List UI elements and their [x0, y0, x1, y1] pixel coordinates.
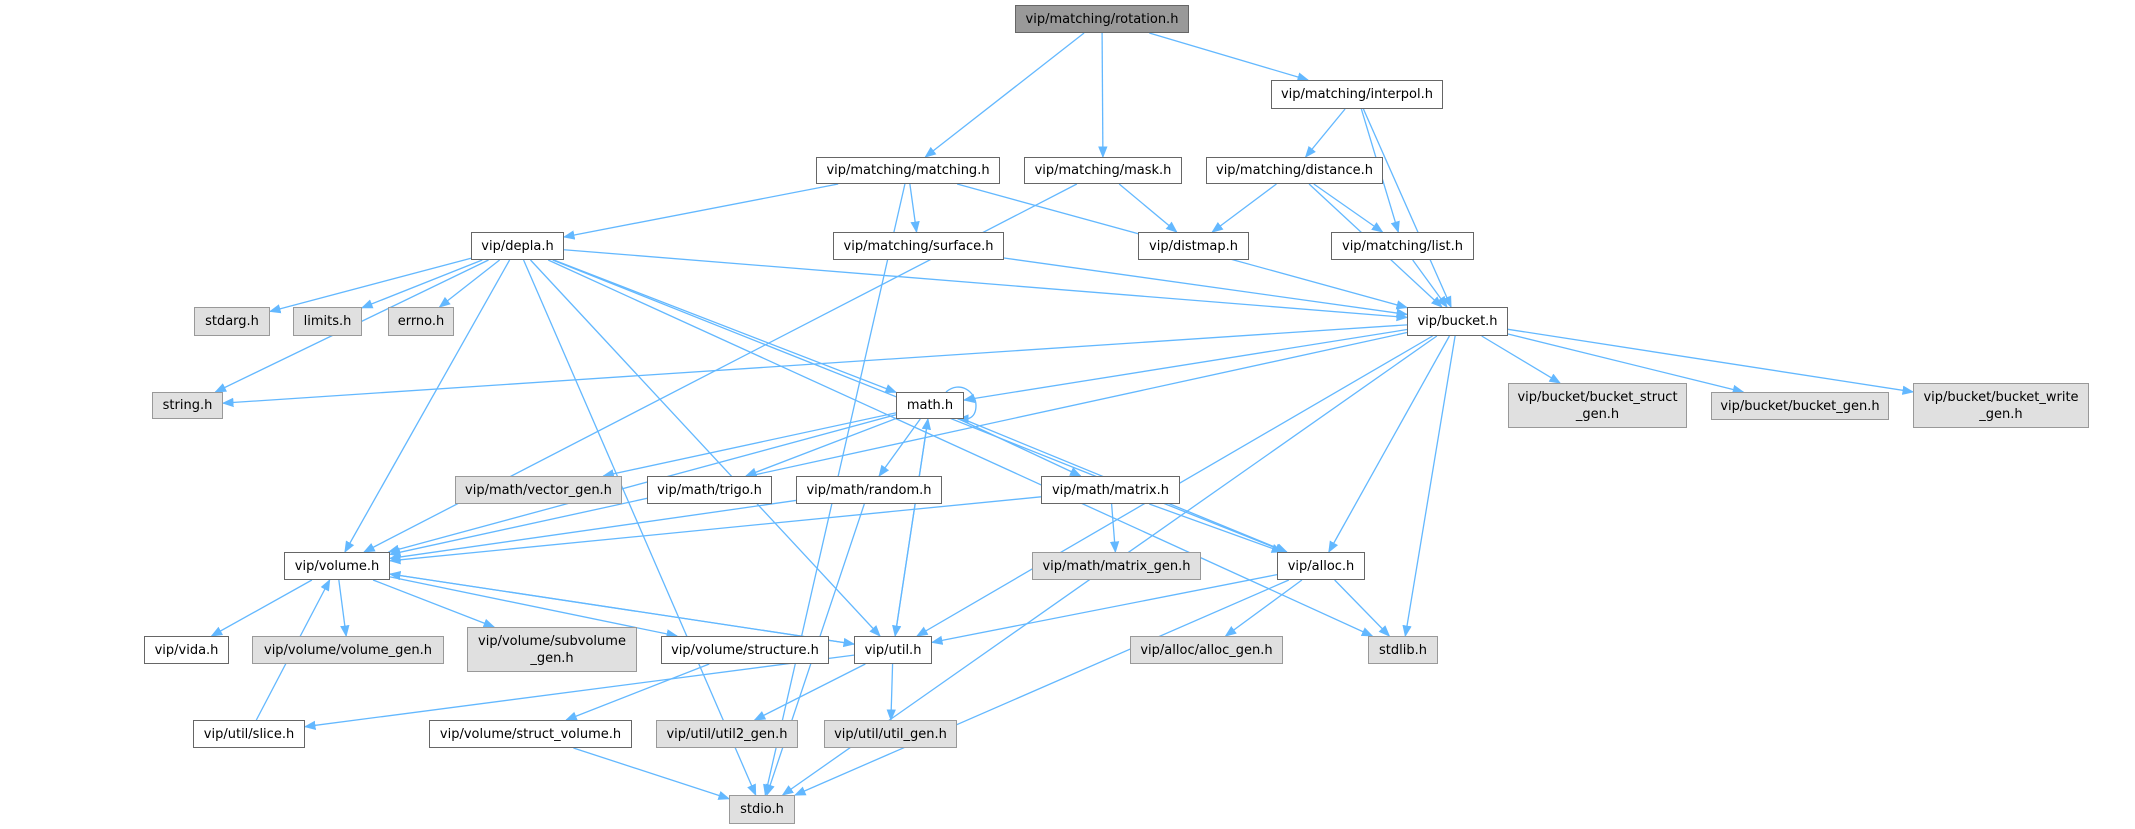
node-distance[interactable]: vip/matching/distance.h [1206, 157, 1383, 184]
edge-distance-to-distmap [1211, 183, 1277, 233]
node-surface[interactable]: vip/matching/surface.h [833, 232, 1004, 260]
node-stdarg[interactable]: stdarg.h [194, 307, 270, 336]
edge-depla-to-stdlib [547, 259, 1374, 637]
node-util2-gen[interactable]: vip/util/util2_gen.h [656, 720, 798, 748]
edge-bucket-to-bucket-struct-gen [1481, 335, 1562, 384]
node-list[interactable]: vip/matching/list.h [1331, 232, 1474, 260]
node-struct-volume[interactable]: vip/volume/struct_volume.h [429, 720, 632, 748]
node-util-gen[interactable]: vip/util/util_gen.h [824, 720, 957, 748]
edge-surface-to-bucket [1003, 257, 1409, 318]
edge-math-to-trigo [744, 417, 897, 477]
edge-depla-to-bucket [563, 249, 1409, 322]
node-util[interactable]: vip/util.h [854, 636, 932, 664]
edge-struct-volume-to-stdio [573, 747, 731, 800]
edge-util-to-math [894, 417, 932, 637]
edge-depla-to-stdio [522, 259, 757, 797]
edge-depla-to-volume [344, 259, 511, 554]
node-structure[interactable]: vip/volume/structure.h [661, 636, 829, 664]
edge-alloc-to-stdio [793, 579, 1290, 796]
edge-interpol-to-distance [1304, 108, 1346, 158]
edge-distance-to-list [1313, 183, 1384, 233]
edge-math-to-random [878, 418, 921, 477]
edge-list-to-bucket [1412, 259, 1448, 308]
edge-math-to-math [945, 386, 977, 424]
edge-util-to-volume [388, 570, 855, 645]
node-interpol[interactable]: vip/matching/interpol.h [1271, 80, 1443, 109]
node-string[interactable]: string.h [152, 392, 223, 419]
node-bucket-write-gen[interactable]: vip/bucket/bucket_write _gen.h [1913, 383, 2089, 428]
node-matching[interactable]: vip/matching/matching.h [816, 157, 1000, 184]
node-volume[interactable]: vip/volume.h [284, 552, 390, 580]
node-subvolume-gen[interactable]: vip/volume/subvolume _gen.h [467, 627, 637, 672]
edge-matrix-to-matrix-gen [1109, 503, 1120, 554]
edge-structure-to-struct-volume [565, 663, 710, 721]
edge-depla-to-errno [438, 259, 501, 308]
edge-alloc-to-stdlib [1334, 579, 1391, 637]
node-trigo[interactable]: vip/math/trigo.h [647, 476, 772, 504]
edge-bucket-to-bucket-gen [1507, 333, 1745, 395]
node-distmap[interactable]: vip/distmap.h [1138, 232, 1249, 260]
edge-rotation-to-matching [924, 32, 1085, 158]
node-vector-gen[interactable]: vip/math/vector_gen.h [455, 476, 622, 504]
node-rotation[interactable]: vip/matching/rotation.h [1015, 5, 1189, 33]
node-errno[interactable]: errno.h [388, 307, 454, 336]
edge-bucket-to-bucket-write-gen [1507, 328, 1915, 395]
edge-util-to-util-gen [886, 663, 896, 722]
node-alloc-gen[interactable]: vip/alloc/alloc_gen.h [1130, 636, 1283, 664]
edge-volume-to-structure [389, 576, 679, 639]
node-stdio[interactable]: stdio.h [729, 795, 795, 824]
node-vida[interactable]: vip/vida.h [144, 636, 229, 664]
edge-depla-to-stdarg [268, 257, 472, 314]
edge-interpol-to-bucket [1362, 108, 1452, 309]
edge-bucket-to-string [221, 324, 1408, 408]
node-volume-gen[interactable]: vip/volume/volume_gen.h [252, 636, 444, 664]
node-bucket-gen[interactable]: vip/bucket/bucket_gen.h [1711, 392, 1889, 420]
edge-volume-to-volume-gen [338, 579, 350, 638]
edge-util-to-slice [303, 654, 855, 730]
edge-matching-to-surface [909, 183, 920, 234]
edge-rotation-to-mask [1098, 32, 1108, 159]
edge-matching-to-depla [562, 183, 839, 240]
edge-matrix-to-volume [388, 496, 1042, 565]
edge-depla-to-util [530, 259, 881, 637]
edge-alloc-to-util [930, 573, 1278, 645]
edge-bucket-to-alloc [1328, 335, 1450, 554]
edge-volume-to-vida [210, 579, 313, 637]
edge-bucket-to-volume [388, 331, 1408, 557]
edge-bucket-to-stdlib [1402, 335, 1456, 638]
node-bucket[interactable]: vip/bucket.h [1407, 307, 1508, 336]
node-math[interactable]: math.h [896, 392, 964, 419]
node-matrix-gen[interactable]: vip/math/matrix_gen.h [1032, 552, 1201, 580]
edge-math-to-vector-gen [602, 412, 897, 479]
node-mask[interactable]: vip/matching/mask.h [1024, 157, 1182, 184]
edge-matrix-to-alloc [1149, 503, 1284, 553]
edge-mask-to-distmap [1118, 183, 1178, 233]
node-matrix[interactable]: vip/math/matrix.h [1041, 476, 1180, 504]
edge-util-to-util2-gen [753, 663, 866, 721]
edge-bucket-to-math [962, 328, 1408, 404]
edge-depla-to-limits [360, 259, 483, 309]
node-alloc[interactable]: vip/alloc.h [1277, 552, 1365, 580]
node-random[interactable]: vip/math/random.h [796, 476, 942, 504]
edge-math-to-volume [387, 414, 897, 554]
node-depla[interactable]: vip/depla.h [471, 232, 564, 260]
node-bucket-struct-gen[interactable]: vip/bucket/bucket_struct _gen.h [1508, 383, 1687, 428]
edge-alloc-to-alloc-gen [1224, 579, 1303, 637]
edge-math-to-matrix [958, 418, 1082, 477]
node-slice[interactable]: vip/util/slice.h [193, 720, 305, 748]
edge-random-to-volume [388, 499, 797, 562]
node-stdlib[interactable]: stdlib.h [1368, 636, 1438, 664]
edge-depla-to-math [553, 259, 898, 393]
edge-volume-to-subvolume-gen [372, 579, 496, 628]
node-limits[interactable]: limits.h [293, 307, 362, 336]
edge-rotation-to-interpol [1149, 32, 1310, 82]
